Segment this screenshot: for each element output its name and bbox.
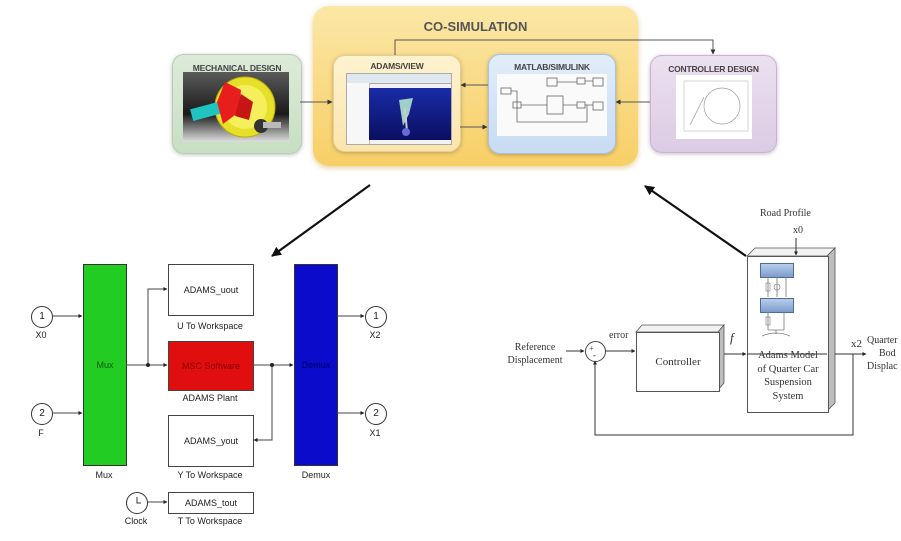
outport-2-label: X1 bbox=[369, 428, 381, 438]
adams-view-screenshot bbox=[346, 73, 452, 145]
mechanical-design-title: MECHANICAL DESIGN bbox=[192, 63, 282, 73]
matlab-simulink-panel: MATLAB/SIMULINK bbox=[488, 54, 616, 154]
demux-caption: Demux bbox=[301, 470, 331, 480]
branch-point-mux bbox=[146, 363, 150, 367]
adams-plant-caption: ADAMS Plant bbox=[182, 393, 238, 403]
mux-caption: Mux bbox=[95, 470, 113, 480]
outport-1[interactable]: 1 bbox=[365, 306, 387, 328]
branch-point-plant bbox=[270, 363, 274, 367]
y-to-workspace-text: ADAMS_yout bbox=[183, 436, 239, 446]
inport-2[interactable]: 2 bbox=[31, 403, 53, 425]
root-locus-plot bbox=[683, 80, 749, 132]
simulink-mini-diagram bbox=[500, 77, 604, 123]
controller-block-text: Controller bbox=[655, 356, 701, 368]
inport-1-label: X0 bbox=[35, 330, 47, 340]
mechanical-design-panel: MECHANICAL DESIGN bbox=[172, 54, 302, 154]
simulink-model-image bbox=[497, 74, 607, 136]
u-to-workspace-caption: U To Workspace bbox=[177, 321, 243, 331]
spring-damper-icon bbox=[765, 277, 787, 297]
u-to-workspace-block[interactable]: ADAMS_uout bbox=[168, 264, 254, 316]
feedback-line bbox=[593, 354, 854, 436]
demux-block-text: Demux bbox=[301, 360, 331, 370]
suspension-model-icon bbox=[399, 98, 413, 136]
gear-assembly-image bbox=[183, 72, 289, 142]
road-profile-label: Road Profile bbox=[760, 208, 811, 219]
loop-to-cosim-arrow bbox=[644, 185, 747, 257]
reference-displacement-label: Reference Displacement bbox=[507, 342, 563, 366]
mux-block-text: Mux bbox=[96, 360, 114, 370]
force-label: f bbox=[730, 330, 734, 345]
gear-illustration bbox=[190, 76, 281, 138]
plant-to-yout-line bbox=[253, 365, 273, 442]
cosimulation-title: CO-SIMULATION bbox=[423, 19, 528, 34]
adams-view-title: ADAMS/VIEW bbox=[370, 61, 424, 71]
cosim-to-simulink-arrow bbox=[271, 184, 371, 257]
controller-design-panel: CONTROLLER DESIGN bbox=[650, 55, 777, 153]
mux-to-uout-line bbox=[147, 287, 168, 365]
sum-minus-sign: - bbox=[593, 350, 596, 360]
sum-plus-sign: + bbox=[589, 344, 594, 353]
unsprung-mass-icon bbox=[760, 298, 794, 313]
outport-2[interactable]: 2 bbox=[365, 403, 387, 425]
adams-model-label: Adams Model of Quarter Car Suspension Sy… bbox=[757, 350, 819, 402]
inport-2-label: F bbox=[38, 428, 44, 438]
outport-1-label: X2 bbox=[369, 330, 381, 340]
adams-quarter-car-model-block[interactable]: Adams Model of Quarter Car Suspension Sy… bbox=[747, 256, 829, 413]
t-to-workspace-caption: T To Workspace bbox=[177, 516, 243, 526]
controller-design-title: CONTROLLER DESIGN bbox=[668, 64, 759, 74]
y-to-workspace-block[interactable]: ADAMS_yout bbox=[168, 415, 254, 467]
error-label: error bbox=[609, 330, 629, 341]
adams-to-controller-arrow bbox=[394, 39, 716, 55]
u-to-workspace-text: ADAMS_uout bbox=[183, 285, 239, 295]
quarter-car-body-displacement-label: Quarter Bod Displac bbox=[867, 335, 898, 372]
y-to-workspace-caption: Y To Workspace bbox=[177, 470, 243, 480]
demux-block[interactable]: Demux bbox=[294, 264, 338, 466]
adams-view-panel: ADAMS/VIEW bbox=[333, 55, 461, 152]
root-locus-plot-image bbox=[676, 75, 752, 139]
clock-caption: Clock bbox=[124, 516, 148, 526]
x2-label: x2 bbox=[851, 338, 862, 350]
clock-icon[interactable] bbox=[126, 492, 148, 514]
adams-plant-text: MSC Software bbox=[181, 361, 241, 371]
matlab-simulink-title: MATLAB/SIMULINK bbox=[514, 62, 590, 72]
controller-block[interactable]: Controller bbox=[636, 332, 720, 392]
adams-plant-block[interactable]: MSC Software bbox=[168, 341, 254, 391]
x0-label: x0 bbox=[793, 225, 803, 236]
t-to-workspace-block[interactable]: ADAMS_tout bbox=[168, 492, 254, 514]
inport-1[interactable]: 1 bbox=[31, 306, 53, 328]
t-to-workspace-text: ADAMS_tout bbox=[184, 498, 238, 508]
tire-spring-icon bbox=[761, 312, 791, 337]
